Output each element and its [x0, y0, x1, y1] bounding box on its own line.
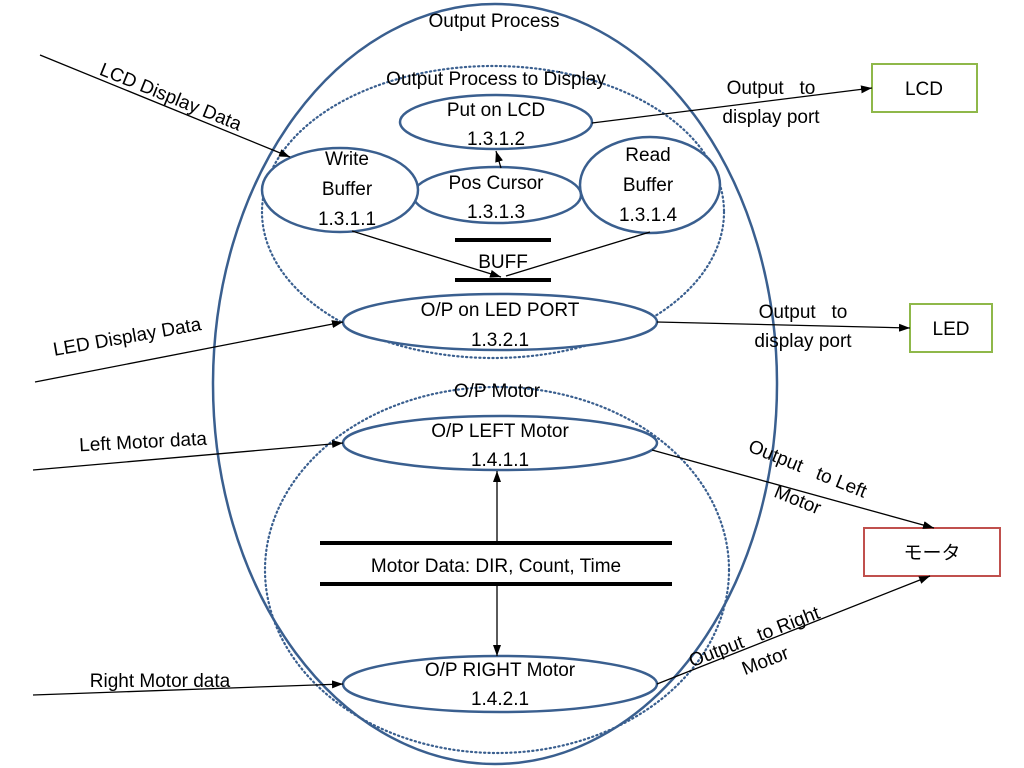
- flow-buff-to-read-buffer-line: [505, 231, 651, 277]
- data-store-motor-data: Motor Data: DIR, Count, Time: [320, 541, 672, 586]
- flow-pos-cursor-to-put-on-lcd-arrow: [495, 150, 503, 169]
- process-right-motor-name: O/P RIGHT Motor: [425, 660, 576, 681]
- flow-left-motor-output-arrow: [651, 449, 935, 529]
- flow-led-output-label-line1: Output to: [759, 302, 848, 323]
- external-entity-lcd: LCD: [871, 63, 978, 113]
- flow-led-output-arrow: [656, 321, 911, 332]
- process-put-on-lcd-shape: [398, 93, 594, 151]
- process-left-motor: O/P LEFT Motor 1.4.1.1: [341, 414, 659, 472]
- process-right-motor-number: 1.4.2.1: [471, 689, 529, 710]
- external-entity-motor-box: [863, 527, 1001, 577]
- flow-lcd-display-data-arrow: [39, 54, 291, 158]
- process-left-motor-name: O/P LEFT Motor: [431, 421, 569, 442]
- flow-left-motor-data-arrow: [32, 439, 344, 471]
- process-write-buffer-shape: [260, 146, 420, 234]
- flow-right-motor-data-label: Right Motor data: [90, 671, 231, 692]
- flow-led-display-data-arrow: [34, 320, 344, 383]
- external-entity-lcd-box: [871, 63, 978, 113]
- external-entity-motor: モータ: [863, 527, 1001, 577]
- process-read-buffer-name-line2: Buffer: [623, 175, 674, 196]
- motor-group-label: O/P Motor: [454, 381, 541, 402]
- flow-lcd-display-data-label: LCD Display Data: [97, 59, 245, 135]
- process-pos-cursor-number: 1.3.1.3: [467, 202, 525, 223]
- external-entity-led-box: [909, 303, 993, 353]
- process-led-port: O/P on LED PORT 1.3.2.1: [341, 292, 659, 352]
- data-store-buff-label: BUFF: [478, 252, 528, 273]
- process-read-buffer-number: 1.3.1.4: [619, 205, 678, 226]
- process-read-buffer: Read Buffer 1.3.1.4: [578, 135, 722, 235]
- display-group-label: Output Process to Display: [386, 69, 606, 90]
- process-pos-cursor-name: Pos Cursor: [448, 173, 544, 194]
- process-led-port-number: 1.3.2.1: [471, 330, 529, 351]
- flow-write-buffer-to-buff-arrow: [351, 230, 502, 278]
- process-write-buffer-number: 1.3.1.1: [318, 209, 376, 230]
- process-write-buffer: Write Buffer 1.3.1.1: [260, 146, 420, 234]
- process-write-buffer-name-line1: Write: [325, 149, 369, 170]
- process-put-on-lcd: Put on LCD 1.3.1.2: [398, 93, 594, 151]
- process-right-motor: O/P RIGHT Motor 1.4.2.1: [341, 654, 659, 714]
- flow-left-motor-output-label-line2: Motor: [771, 482, 825, 520]
- motor-group-boundary: [263, 385, 731, 755]
- data-store-motor-data-label: Motor Data: DIR, Count, Time: [371, 556, 621, 577]
- process-put-on-lcd-name: Put on LCD: [447, 100, 545, 121]
- process-put-on-lcd-number: 1.3.1.2: [467, 129, 525, 150]
- flow-right-motor-data-arrow: [32, 680, 344, 696]
- flow-led-output-label-line2: display port: [754, 331, 852, 352]
- flow-left-motor-data-label: Left Motor data: [79, 429, 208, 457]
- data-store-buff: BUFF: [455, 238, 551, 282]
- output-process-boundary: [211, 2, 779, 766]
- process-left-motor-number: 1.4.1.1: [471, 450, 529, 471]
- external-entity-lcd-label: LCD: [905, 79, 943, 100]
- external-entity-led-label: LED: [933, 319, 970, 340]
- flow-lcd-output-label-line1: Output to: [727, 78, 816, 99]
- flow-lcd-output-arrow: [591, 85, 873, 124]
- process-read-buffer-shape: [578, 135, 722, 235]
- flow-right-motor-output-arrow: [656, 575, 931, 685]
- process-read-buffer-name-line1: Read: [625, 145, 670, 166]
- flow-lcd-output-label-line2: display port: [722, 107, 820, 128]
- process-led-port-name: O/P on LED PORT: [421, 300, 580, 321]
- external-entity-motor-label: モータ: [903, 542, 960, 564]
- process-pos-cursor: Pos Cursor 1.3.1.3: [411, 165, 583, 225]
- external-entity-led: LED: [909, 303, 993, 353]
- process-write-buffer-name-line2: Buffer: [322, 179, 373, 200]
- output-process-label: Output Process: [429, 11, 560, 32]
- display-group-boundary: [260, 64, 726, 360]
